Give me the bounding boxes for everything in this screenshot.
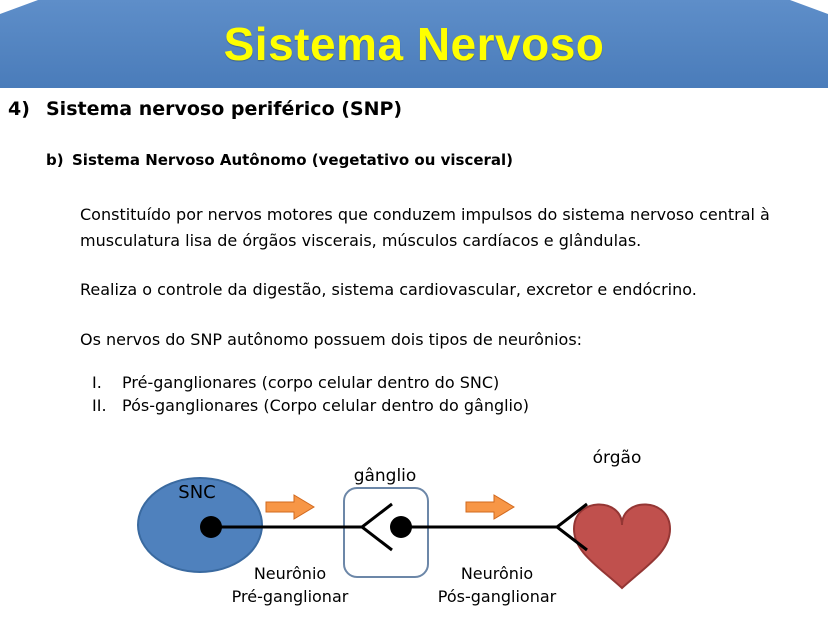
list-item-marker: II. (92, 396, 107, 415)
subsection-heading: b) Sistema Nervoso Autônomo (vegetativo … (46, 151, 513, 169)
impulse-arrow-icon (265, 494, 315, 520)
ganglion-box (343, 487, 429, 578)
list-item: II. Pós-ganglionares (Corpo celular dent… (92, 394, 529, 417)
section-heading-text: Sistema nervoso periférico (SNP) (46, 98, 403, 120)
neuron-type-list: I. Pré-ganglionares (corpo celular dentr… (92, 371, 529, 417)
paragraph-realiza: Realiza o controle da digestão, sistema … (80, 280, 697, 299)
pre-ganglionic-terminal-branch (359, 502, 393, 552)
snc-ellipse (137, 477, 263, 573)
pre-neuron-label-line2: Pré-ganglionar (232, 587, 349, 606)
title-banner: Sistema Nervoso (0, 0, 828, 88)
heart-icon (572, 503, 672, 590)
subsection-heading-marker: b) (46, 151, 64, 169)
post-neuron-label-line2: Pós-ganglionar (438, 587, 557, 606)
section-heading: 4) Sistema nervoso periférico (SNP) (8, 98, 402, 120)
section-heading-marker: 4) (8, 98, 30, 120)
pre-ganglionic-cell-body (200, 516, 222, 538)
post-ganglionic-cell-body (390, 516, 412, 538)
organ-label: órgão (593, 448, 642, 468)
slide-title: Sistema Nervoso (223, 18, 605, 70)
ganglion-label: gânglio (354, 466, 417, 486)
post-neuron-label-line1: Neurônio (461, 564, 533, 583)
paragraph-constituido: Constituído por nervos motores que condu… (80, 205, 770, 250)
post-ganglionic-terminal-branch (554, 502, 588, 552)
list-item-text: Pós-ganglionares (Corpo celular dentro d… (122, 396, 530, 415)
list-item-marker: I. (92, 373, 102, 392)
autonomic-pathway-diagram: SNC gânglio órgão Neurônio Pré-gangliona… (137, 448, 672, 606)
list-item: I. Pré-ganglionares (corpo celular dentr… (92, 371, 529, 394)
paragraph-dois-tipos: Os nervos do SNP autônomo possuem dois t… (80, 330, 583, 349)
pre-neuron-label-line1: Neurônio (254, 564, 326, 583)
impulse-arrow-icon (465, 494, 515, 520)
subsection-heading-text: Sistema Nervoso Autônomo (vegetativo ou … (72, 151, 514, 169)
list-item-text: Pré-ganglionares (corpo celular dentro d… (122, 373, 500, 392)
snc-label: SNC (178, 482, 215, 503)
